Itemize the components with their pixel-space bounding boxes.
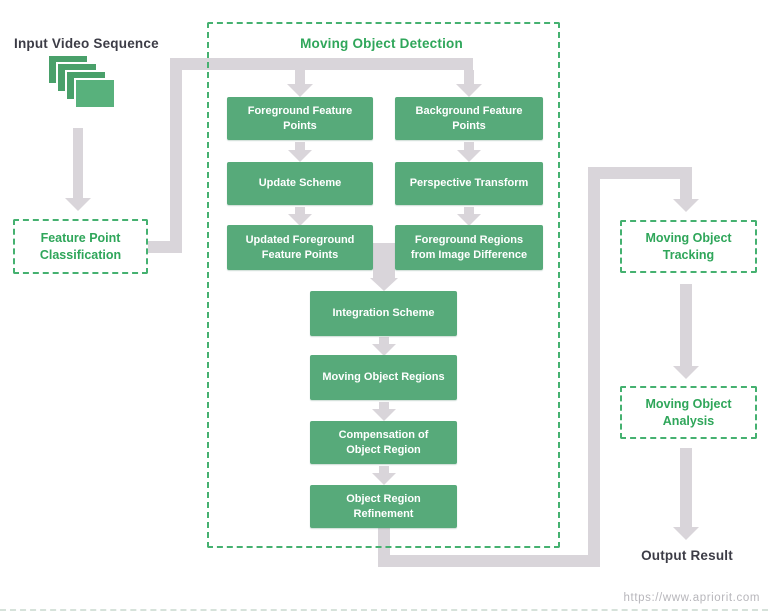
arrow-col2-row2-shaft (464, 207, 474, 214)
node-moving-object-tracking: Moving Object Tracking (620, 220, 757, 273)
arrow-mid-row2-head (372, 409, 396, 421)
arrow-branch-left-shaft (295, 70, 305, 84)
node-background-feature-points: Background Feature Points (395, 97, 543, 140)
arrow-input-to-classification-shaft (73, 128, 83, 198)
moving-object-detection-title: Moving Object Detection (300, 36, 463, 51)
input-video-sequence-label: Input Video Sequence (14, 36, 159, 51)
arrow-branch-right-shaft (464, 70, 474, 84)
arrow-col2-row1-shaft (464, 142, 474, 150)
node-object-region-refinement: Object Region Refinement (310, 485, 457, 528)
arrow-input-to-classification-head (65, 198, 91, 211)
node-updated-foreground-feature-points: Updated Foreground Feature Points (227, 225, 373, 270)
connector-merge-bar (373, 243, 395, 278)
website-watermark: https://www.apriorit.com (623, 592, 760, 604)
output-result-label: Output Result (641, 548, 733, 563)
node-update-scheme: Update Scheme (227, 162, 373, 205)
arrow-tracking-to-analysis-shaft (680, 284, 692, 366)
connector-main-horizontal (170, 58, 473, 70)
connector-classification-vertical (170, 58, 182, 253)
node-integration-scheme: Integration Scheme (310, 291, 457, 336)
node-perspective-transform: Perspective Transform (395, 162, 543, 205)
arrow-mid-row1-shaft (379, 337, 389, 344)
arrow-mid-row3-shaft (379, 466, 389, 473)
connector-exit-bottom-horizontal (378, 555, 600, 567)
moving-object-detection-group (207, 22, 560, 548)
connector-exit-down (378, 528, 390, 556)
arrow-tracking-to-analysis-head (673, 366, 699, 379)
arrow-mid-row3-head (372, 473, 396, 485)
node-feature-point-classification: Feature Point Classification (13, 219, 148, 274)
arrow-branch-left-head (287, 84, 313, 97)
node-moving-object-analysis: Moving Object Analysis (620, 386, 757, 439)
arrow-analysis-to-output-head (673, 527, 699, 540)
node-compensation-of-object-region: Compensation of Object Region (310, 421, 457, 464)
arrow-col1-row1-head (288, 150, 312, 162)
arrow-col1-row2-shaft (295, 207, 305, 214)
video-frame (74, 78, 116, 109)
arrow-to-tracking-shaft (680, 179, 692, 199)
arrow-col1-row1-shaft (295, 142, 305, 150)
node-foreground-regions-from-image-difference: Foreground Regions from Image Difference (395, 225, 543, 270)
arrow-mid-row2-shaft (379, 402, 389, 409)
arrow-col2-row1-head (457, 150, 481, 162)
arrow-branch-right-head (456, 84, 482, 97)
arrow-col2-row2-head (457, 214, 481, 226)
node-moving-object-regions: Moving Object Regions (310, 355, 457, 400)
connector-exit-up-vertical (588, 167, 600, 567)
node-foreground-feature-points: Foreground Feature Points (227, 97, 373, 140)
arrow-mid-row1-head (372, 344, 396, 356)
arrow-merge-head (370, 278, 398, 291)
bottom-dashed-rule (0, 609, 768, 611)
connector-classification-stub (148, 241, 170, 253)
video-frames-icon (47, 54, 119, 112)
arrow-analysis-to-output-shaft (680, 448, 692, 527)
arrow-col1-row2-head (288, 214, 312, 226)
connector-exit-top-horizontal (588, 167, 692, 179)
arrow-to-tracking-head (673, 199, 699, 212)
